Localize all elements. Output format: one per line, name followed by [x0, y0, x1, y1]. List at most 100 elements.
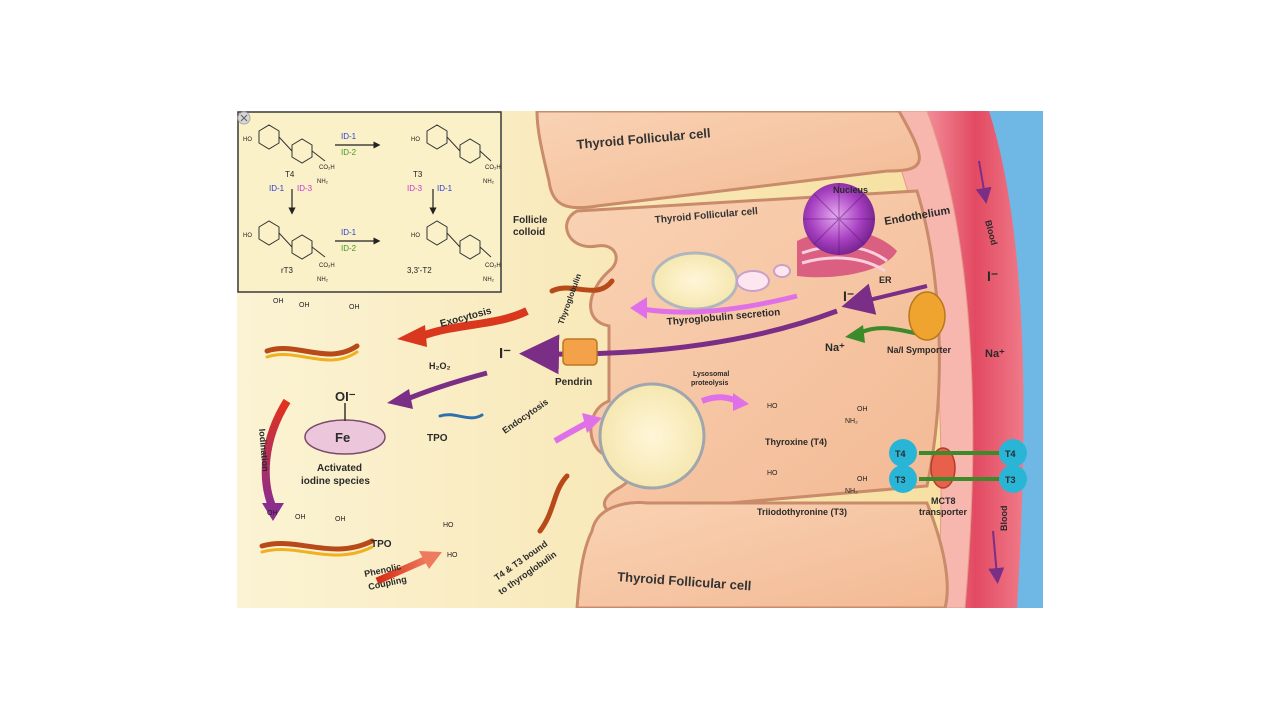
secretion-arrowhead	[630, 297, 647, 319]
label-ho: HO	[447, 552, 458, 559]
label-iodine-species: iodine species	[301, 476, 370, 487]
thyroid-hormone-synthesis-diagram: ID-1 ID-2 ID-1 ID-3 ID-3 ID-1 ID-1 ID-2 …	[237, 111, 1043, 608]
inset-label-t2: 3,3'-T2	[407, 266, 432, 275]
label-mct8-transporter: transporter	[919, 507, 968, 517]
inset-ho: HO	[243, 137, 252, 143]
label-ho: HO	[767, 403, 778, 410]
inset-enzyme-top-a: ID-1	[341, 132, 357, 141]
inset-enzyme-bottom-a: ID-1	[341, 228, 357, 237]
inset-label-rt3: rT3	[281, 266, 294, 275]
label-oh: OH	[857, 476, 868, 483]
inset-label-t3: T3	[413, 170, 423, 179]
inset-co2h: CO₂H	[485, 263, 501, 269]
inset-co2h: CO₂H	[319, 165, 335, 171]
pendrin-transporter	[562, 338, 598, 366]
blood-flow-arrow	[975, 160, 992, 204]
inset-enzyme-mid-b: ID-1	[437, 184, 453, 193]
label-follicle: Follicle	[513, 215, 548, 226]
inset-nh2: NH₂	[317, 179, 329, 185]
label-t3-outside: T3	[1005, 475, 1016, 485]
inset-enzyme-left-a: ID-1	[269, 184, 285, 193]
endocytosis-arrowhead	[582, 413, 602, 433]
label-t4-inside: T4	[895, 449, 906, 459]
blood-vessel	[927, 111, 1024, 608]
t4-bubble-inside	[889, 439, 917, 467]
label-nucleus: Nucleus	[833, 185, 868, 195]
label-triiodothyronine: Triiodothyronine (T3)	[757, 507, 847, 517]
exocytosis-arrowhead	[397, 325, 427, 347]
inset-label-t4: T4	[285, 170, 295, 179]
symporter-iodide-arrow	[841, 283, 928, 315]
label-ho: HO	[443, 522, 454, 529]
label-activated: Activated	[317, 463, 362, 474]
na-i-symporter	[908, 291, 946, 341]
label-iodination: Iodination	[257, 428, 271, 472]
label-pendrin: Pendrin	[555, 377, 592, 388]
inset-nh2: NH₂	[317, 277, 329, 283]
inset-co2h: CO₂H	[319, 263, 335, 269]
label-oi: OI⁻	[335, 389, 356, 404]
label-nh2: NH₂	[845, 488, 858, 495]
label-tpo-top: TPO	[427, 433, 448, 444]
inset-arrows	[288, 141, 437, 245]
label-mct8: MCT8	[931, 496, 956, 506]
follicular-cell-bottom	[575, 501, 949, 608]
inset-enzyme-mid-a: ID-3	[407, 184, 423, 193]
label-oh: OH	[295, 514, 306, 521]
small-vesicle	[773, 264, 791, 278]
nucleus-texture	[803, 183, 875, 255]
exocytosis-arrow	[420, 307, 529, 340]
label-iodide-left: I⁻	[499, 345, 511, 362]
iodination-arrowhead	[262, 503, 284, 521]
proteolysis-arrowhead	[733, 393, 749, 411]
label-ho: HO	[767, 470, 778, 477]
endocytic-vesicle	[598, 382, 706, 490]
inset-co2h: CO₂H	[485, 165, 501, 171]
label-oh: OH	[299, 302, 310, 309]
label-na-blood: Na⁺	[985, 348, 1005, 360]
inset-ho: HO	[411, 137, 420, 143]
inset-nh2: NH₂	[483, 277, 495, 283]
label-thyroxine: Thyroxine (T4)	[765, 437, 827, 447]
label-symporter: Na/I Symporter	[887, 345, 952, 355]
label-t4-outside: T4	[1005, 449, 1016, 459]
sodium-arrowhead	[845, 325, 865, 343]
t3-bubble-inside	[889, 465, 917, 493]
phenolic-coupling-arrow	[375, 555, 429, 585]
secretion-arrow	[641, 293, 798, 315]
t4-bubble-outside	[999, 439, 1027, 467]
inset-enzyme-bottom-b: ID-2	[341, 244, 357, 253]
iodination-arrow	[261, 398, 291, 508]
label-na-cell: Na⁺	[825, 342, 845, 354]
t3-bubble-outside	[999, 465, 1027, 493]
label-iodide-blood: I⁻	[987, 268, 998, 284]
label-t3-inside: T3	[895, 475, 906, 485]
inset-ho: HO	[411, 233, 420, 239]
blood-flow-arrow	[988, 530, 1005, 584]
label-nh2: NH₂	[845, 418, 858, 425]
label-oh: OH	[335, 516, 346, 523]
inset-enzyme-left-b: ID-3	[297, 184, 313, 193]
label-tpo-bottom: TPO	[371, 539, 392, 550]
label-oh: OH	[267, 510, 278, 517]
follicular-cell-top	[535, 111, 921, 210]
small-vesicle	[736, 270, 770, 292]
label-lysosomal: Lysosomal	[693, 371, 729, 378]
close-icon-glyph	[240, 114, 248, 122]
secretory-vesicle	[651, 251, 739, 311]
inset-ho: HO	[243, 233, 252, 239]
label-oh: OH	[273, 298, 284, 305]
label-proteolysis: proteolysis	[691, 380, 728, 387]
phenolic-coupling-arrowhead	[419, 551, 442, 569]
label-oh: OH	[857, 406, 868, 413]
label-iodide-cell: I⁻	[843, 288, 854, 304]
thyroglobulin-chains	[259, 278, 615, 557]
label-blood-bottom: Blood	[999, 506, 1009, 532]
inset-nh2: NH₂	[483, 179, 495, 185]
label-fe: Fe	[335, 430, 350, 445]
h2o2-arrow	[406, 370, 488, 402]
inset-enzyme-top-b: ID-2	[341, 148, 357, 157]
label-colloid: colloid	[513, 227, 545, 238]
deiodinase-inset	[237, 111, 502, 293]
inset-molecules	[258, 124, 492, 260]
